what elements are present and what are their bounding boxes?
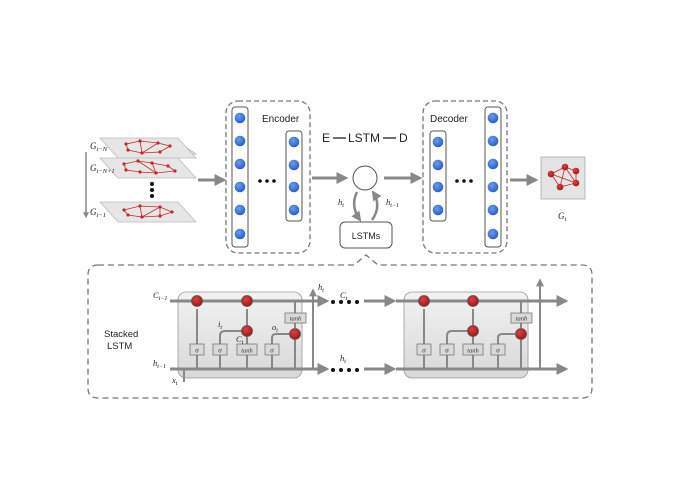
sigma-gate-f-2	[416, 343, 432, 356]
sigma-text-1c: σ	[270, 347, 274, 355]
encoder-layer-1-nodes	[234, 112, 246, 240]
encoder-layer-2	[285, 130, 303, 222]
stacked-lstm-panel: Stacked LSTM	[87, 254, 593, 399]
multiply-op-forget-2	[418, 295, 430, 307]
tanh-out-text-2: tanh	[516, 316, 528, 323]
stacked-lstm-dashed-callout	[87, 254, 593, 399]
multiply-op-output-1	[289, 328, 301, 340]
label-g-t-output: Gt	[558, 211, 567, 223]
decoder-layer-1	[429, 130, 447, 222]
lstms-box-label: LSTMs	[352, 231, 381, 241]
snapshot-ellipsis	[150, 182, 154, 198]
label-h-t-top: ht	[318, 282, 324, 294]
label-x-t: xt	[171, 375, 178, 387]
decoder-layer-1-nodes	[432, 136, 444, 216]
label-c-t: Ct	[340, 290, 348, 302]
multiply-op-forget-1	[191, 295, 203, 307]
add-op-1	[241, 295, 253, 307]
decoder-label: Decoder	[430, 114, 468, 125]
label-i-t: it	[218, 319, 222, 331]
arrow-state-to-lstms	[351, 191, 362, 222]
decoder-block: Decoder	[422, 100, 508, 254]
arrow-lstms-to-state	[370, 190, 382, 221]
sigma-text-2b: σ	[445, 347, 449, 355]
label-g-t-minus-n-plus-1: Gt−N+1	[90, 163, 115, 175]
output-graph: Gt	[540, 156, 586, 223]
encoder-layer-1	[231, 106, 249, 248]
elstmd-center: E LSTM D ht ht−1 LSTMs	[322, 131, 408, 249]
tanh-out-gate-2	[510, 312, 533, 324]
stacked-lstm-label-line2: LSTM	[107, 341, 132, 352]
tanh-gate-1	[236, 343, 258, 356]
cell-state-ellipsis	[331, 300, 359, 304]
decoder-layer-2-nodes	[487, 112, 499, 240]
multiply-op-input-2	[467, 325, 479, 337]
snapshot-plane-1	[99, 137, 197, 159]
tanh-out-gate-1	[284, 312, 307, 324]
lstms-box	[339, 221, 393, 249]
decoder-layer-2	[484, 106, 502, 248]
encoder-label: Encoder	[262, 114, 300, 125]
snapshot-nodes-1	[124, 139, 172, 155]
sigma-text-2a: σ	[422, 347, 426, 355]
sigma-gate-o-2	[490, 343, 506, 356]
snapshot-graph-3	[123, 205, 174, 218]
tanh-text-2: tanh	[467, 348, 479, 355]
label-o-t: ot	[272, 322, 278, 334]
decoder-ellipsis	[455, 179, 473, 183]
sigma-gate-i-2	[439, 343, 455, 356]
lstm-cell-2: σ σ tanh σ tanh	[396, 278, 569, 379]
stacked-lstm-label-line1: Stacked	[104, 329, 138, 340]
snapshot-nodes-2	[122, 159, 177, 175]
encoder-ellipsis	[258, 179, 276, 183]
lstm-cell-1: σ σ tanh σ tanh Ct−1 ht−1 xt it Ct ot ht…	[153, 282, 348, 387]
label-c-tilde: Ct	[236, 334, 244, 346]
encoder-block: Encoder	[225, 100, 311, 254]
encoder-dashed-frame	[225, 100, 311, 254]
label-c-t-minus-1: Ct−1	[153, 290, 167, 302]
tanh-gate-2	[462, 343, 484, 356]
sigma-text-2c: σ	[496, 347, 500, 355]
label-h-t: ht	[338, 197, 344, 209]
input-snapshots: Gt−N Gt−N+1 Gt−1	[83, 137, 198, 223]
hidden-ellipsis	[331, 368, 359, 372]
sigma-gate-i-1	[212, 343, 228, 356]
label-h-t-minus-1: ht−1	[386, 197, 399, 209]
tanh-text-1: tanh	[241, 348, 253, 355]
label-g-t-minus-1: Gt−1	[90, 207, 106, 219]
elstmd-d-label: D	[399, 131, 408, 145]
tanh-out-text-1: tanh	[290, 316, 302, 323]
label-h-t-minus-1-cell: ht−1	[153, 358, 166, 370]
snapshot-nodes-3	[122, 204, 174, 219]
snapshot-plane-3	[99, 201, 197, 223]
elstmd-lstm-label: LSTM	[348, 131, 380, 145]
elstmd-e-label: E	[322, 131, 330, 145]
sigma-text-1a: σ	[195, 347, 199, 355]
multiply-op-input-1	[241, 325, 253, 337]
sigma-gate-o-1	[264, 343, 280, 356]
sigma-text-1b: σ	[218, 347, 222, 355]
label-h-t-right: ht	[340, 353, 346, 365]
sigma-gate-f-1	[189, 343, 205, 356]
add-op-2	[467, 295, 479, 307]
multiply-op-output-2	[515, 328, 527, 340]
label-g-t-minus-n: Gt−N	[90, 141, 108, 153]
decoder-dashed-frame	[422, 100, 508, 254]
encoder-layer-2-nodes	[288, 136, 300, 216]
lstm-state-node	[352, 165, 378, 191]
